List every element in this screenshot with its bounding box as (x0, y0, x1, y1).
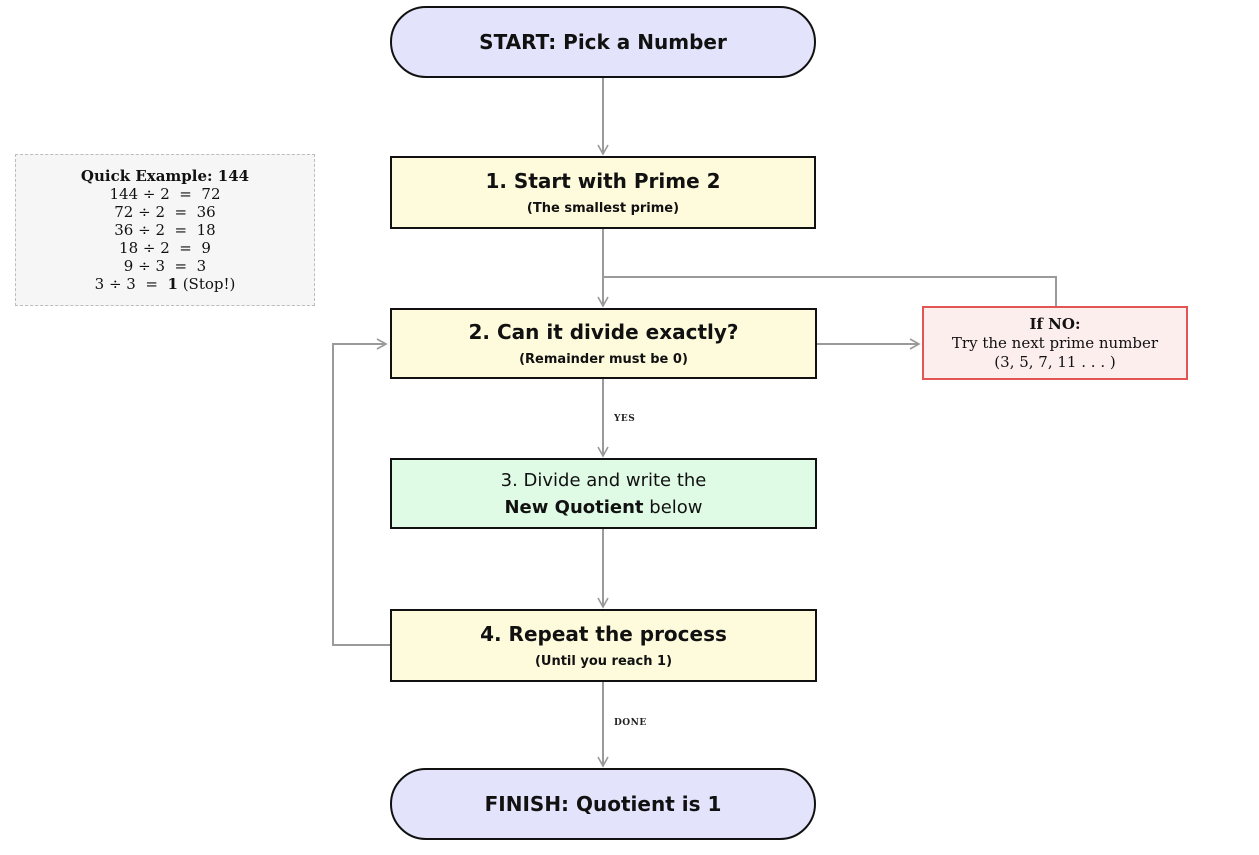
if-no-line1: Try the next prime number (951, 333, 1159, 352)
start-title: START: Pick a Number (479, 30, 727, 54)
step-3-line1: 3. Divide and write the (500, 469, 707, 491)
step-4-subtitle: (Until you reach 1) (534, 654, 673, 669)
done-label: done (614, 714, 647, 729)
step-3-bold: New Quotient (504, 496, 644, 518)
step-1-subtitle: (The smallest prime) (526, 201, 680, 216)
step-2-title: 2. Can it divide exactly? (468, 320, 739, 344)
example-last-left: 3 ÷ 3 = (94, 275, 168, 293)
example-line: 36 ÷ 2 = 18 (114, 221, 216, 239)
finish-title: FINISH: Quotient is 1 (484, 792, 722, 816)
start-node: START: Pick a Number (390, 6, 816, 78)
yes-label: yes (614, 410, 636, 425)
step-3-node: 3. Divide and write the New Quotient bel… (390, 458, 817, 529)
example-last-bold: 1 (167, 275, 178, 293)
if-no-line2: (3, 5, 7, 11 . . . ) (994, 352, 1116, 371)
arrow-no-box-return (603, 276, 1057, 306)
example-line: 18 ÷ 2 = 9 (119, 239, 211, 257)
quick-example-box: Quick Example: 144 144 ÷ 2 = 72 72 ÷ 2 =… (15, 154, 315, 306)
if-no-node: If NO: Try the next prime number (3, 5, … (922, 306, 1188, 380)
step-1-node: 1. Start with Prime 2 (The smallest prim… (390, 156, 816, 229)
finish-node: FINISH: Quotient is 1 (390, 768, 816, 840)
step-3-rest: below (643, 496, 703, 518)
example-title: Quick Example: 144 (80, 167, 250, 185)
example-last-right: (Stop!) (177, 275, 236, 293)
if-no-title: If NO: (1029, 314, 1081, 333)
step-2-node: 2. Can it divide exactly? (Remainder mus… (390, 308, 817, 379)
step-3-line2: New Quotient below (504, 494, 702, 521)
step-2-subtitle: (Remainder must be 0) (519, 352, 688, 367)
arrow-step4-loop-to-step2 (332, 338, 390, 646)
step-1-title: 1. Start with Prime 2 (485, 169, 721, 193)
step-4-node: 4. Repeat the process (Until you reach 1… (390, 609, 817, 682)
example-last-line: 3 ÷ 3 = 1 (Stop!) (95, 275, 236, 293)
example-line: 9 ÷ 3 = 3 (123, 257, 207, 275)
example-line: 144 ÷ 2 = 72 (109, 185, 221, 203)
example-line: 72 ÷ 2 = 36 (114, 203, 216, 221)
step-4-title: 4. Repeat the process (480, 622, 727, 646)
